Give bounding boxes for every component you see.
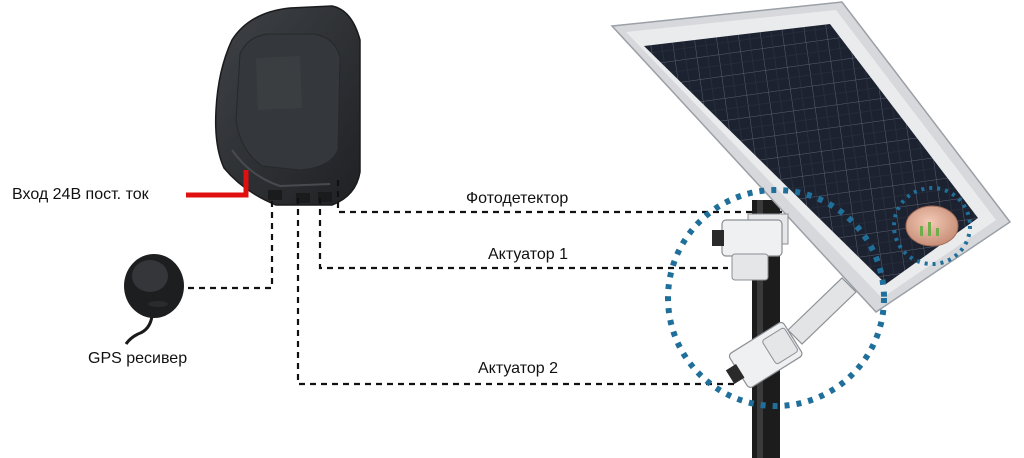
solar-panel: [610, 1, 1012, 313]
actuator-2-device: [725, 321, 803, 388]
gps-receiver: [124, 254, 184, 345]
gps-wire: [188, 196, 274, 290]
photodetector-label: Фотодетектор: [466, 190, 569, 207]
actuator-1-wire: [318, 198, 728, 270]
actuator-2-label: Актуатор 2: [478, 360, 559, 377]
photodetector-sensor: [905, 205, 959, 247]
bracket-arm: [787, 277, 857, 345]
controller-box: [214, 5, 361, 206]
actuator-2-wire: [296, 198, 734, 386]
actuator-1-label: Актуатор 1: [488, 246, 569, 263]
power-input-label: Вход 24В пост. ток: [12, 186, 149, 203]
gps-receiver-label: GPS ресивер: [88, 350, 188, 367]
power-wire: [186, 170, 249, 198]
actuator-1-device: [712, 219, 783, 281]
actuators-highlight-ring: [665, 187, 887, 409]
photodetector-highlight-ring: [892, 186, 972, 266]
